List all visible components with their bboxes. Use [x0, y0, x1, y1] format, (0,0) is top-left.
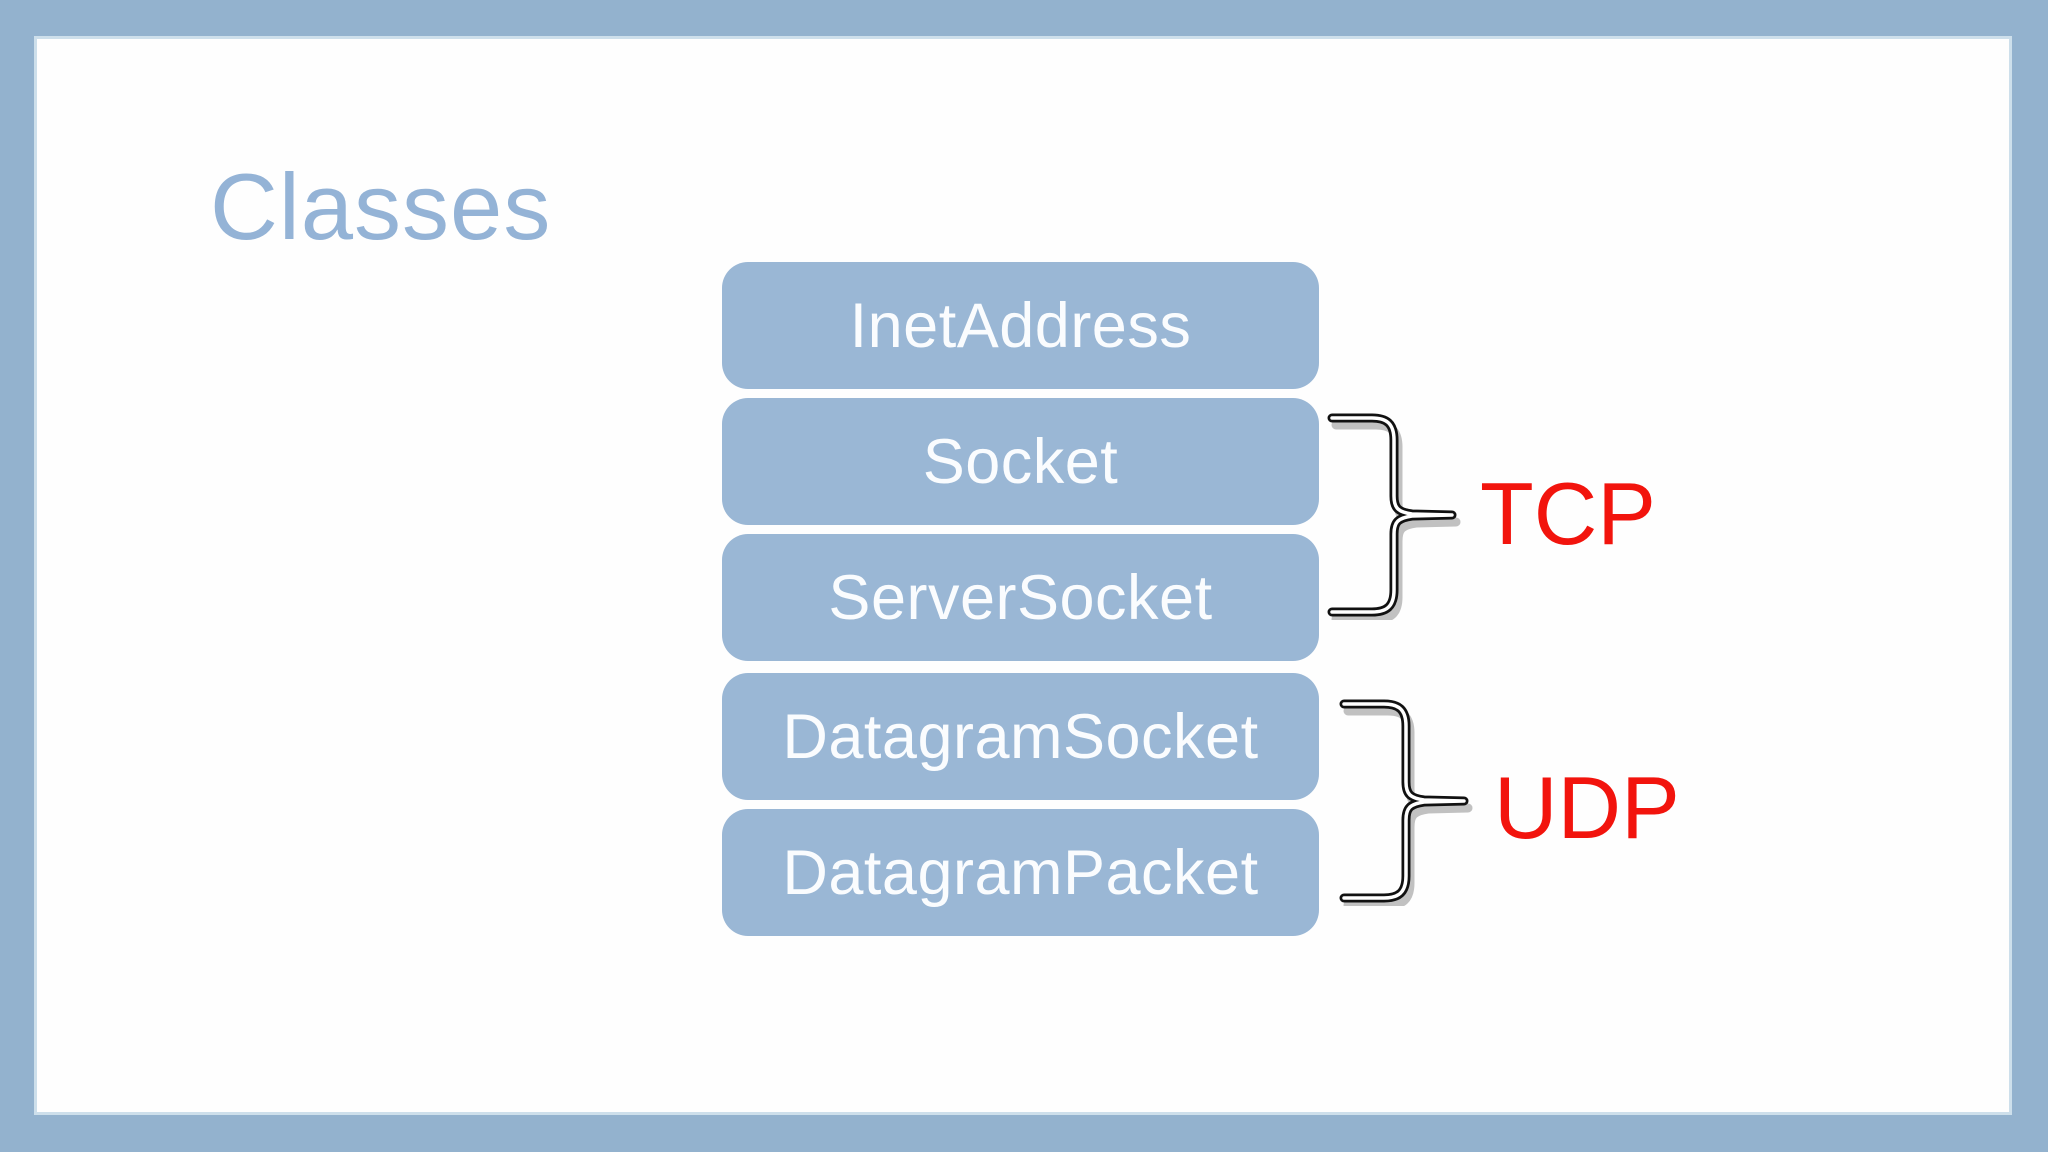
- class-box-datagramsocket: DatagramSocket: [722, 673, 1319, 800]
- udp-group-brace-icon: [1339, 699, 1473, 906]
- slide-title: Classes: [210, 154, 552, 259]
- class-box-socket: Socket: [722, 398, 1319, 525]
- class-box-label: ServerSocket: [828, 562, 1213, 633]
- class-box-label: InetAddress: [849, 290, 1192, 361]
- tcp-group-brace-icon: [1327, 413, 1461, 620]
- class-box-inetaddress: InetAddress: [722, 262, 1319, 389]
- class-box-datagrampacket: DatagramPacket: [722, 809, 1319, 936]
- class-box-label: Socket: [922, 426, 1119, 497]
- class-box-label: DatagramPacket: [782, 837, 1259, 908]
- class-box-label: DatagramSocket: [782, 701, 1259, 772]
- class-box-serversocket: ServerSocket: [722, 534, 1319, 661]
- tcp-label: TCP: [1480, 464, 1656, 563]
- udp-label: UDP: [1494, 758, 1680, 857]
